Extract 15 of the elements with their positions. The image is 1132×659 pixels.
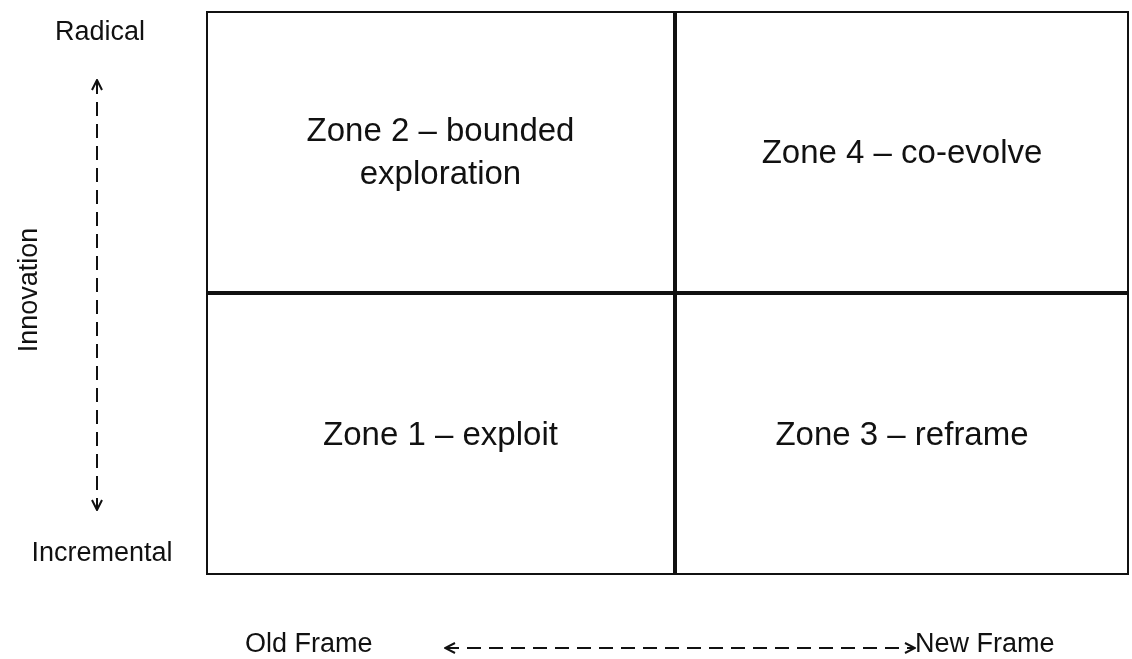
zone-label: Zone 3 – reframe bbox=[775, 413, 1029, 454]
quadrant-cell bbox=[675, 293, 1129, 575]
quadrant-cell bbox=[675, 11, 1129, 293]
axis-end-label: Radical bbox=[53, 16, 146, 47]
zone-label: Zone 1 – exploit bbox=[323, 413, 558, 454]
zone-label: Zone 2 – bounded exploration bbox=[305, 110, 576, 193]
double-arrow bbox=[91, 79, 103, 511]
zone-label: Zone 4 – co-evolve bbox=[761, 131, 1043, 172]
axis-end-label: Incremental bbox=[30, 537, 174, 568]
double-arrow bbox=[444, 642, 916, 654]
axis-title: Innovation bbox=[12, 227, 44, 353]
axis-end-label: Old Frame bbox=[245, 627, 374, 659]
quadrant-cell bbox=[206, 11, 675, 293]
axis-end-label: New Frame bbox=[915, 627, 1056, 659]
quadrant-cell bbox=[206, 293, 675, 575]
